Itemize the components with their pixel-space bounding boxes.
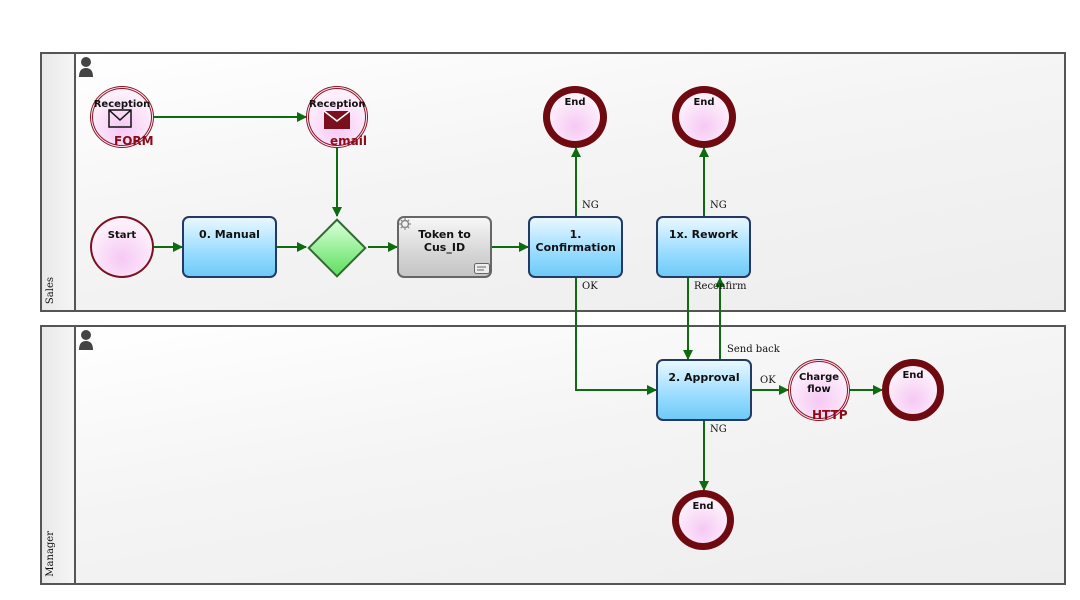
flow-label-confirm-ok: OK: [582, 281, 598, 292]
end-event-final[interactable]: End: [882, 359, 944, 421]
event-label: Reception: [93, 99, 151, 110]
flow-label-rework-ng: NG: [710, 200, 727, 211]
flow-confirmation-ok: [575, 278, 657, 395]
task-label: 2. Approval: [668, 371, 740, 384]
event-label: Charge flow: [798, 372, 840, 395]
flow-label-approval-ok: OK: [760, 375, 776, 386]
task-token[interactable]: Token to Cus_ID: [397, 216, 492, 278]
event-label: End: [902, 370, 924, 381]
task-label: 0. Manual: [199, 228, 260, 241]
task-approval[interactable]: 2. Approval: [656, 359, 752, 421]
lane-header-sales: Sales: [42, 54, 76, 310]
task-manual[interactable]: 0. Manual: [182, 216, 277, 278]
end-event-rework[interactable]: End: [672, 86, 736, 148]
task-confirmation[interactable]: 1. Confirmation: [528, 216, 623, 278]
task-rework[interactable]: 1x. Rework: [656, 216, 751, 278]
reception-form-event[interactable]: Reception: [90, 86, 154, 148]
person-icon: [79, 57, 93, 77]
event-label: End: [564, 97, 586, 108]
start-event[interactable]: Start: [90, 216, 154, 278]
flow-label-reconfirm: Reconfirm: [694, 281, 747, 292]
envelope-icon: [108, 109, 132, 128]
end-event-approval-ng[interactable]: End: [672, 490, 734, 550]
task-label: Token to Cus_ID: [418, 228, 471, 254]
event-label: End: [692, 501, 714, 512]
flow-label-send-back: Send back: [727, 344, 780, 355]
envelope-icon: [323, 110, 351, 129]
reception-mail-type: email: [330, 134, 367, 148]
event-label: End: [693, 97, 715, 108]
charge-flow-type: HTTP: [812, 408, 848, 422]
flow-label-approval-ng: NG: [710, 424, 727, 435]
event-label: Start: [107, 230, 137, 241]
flow-label-confirm-ng: NG: [582, 200, 599, 211]
charge-flow-event[interactable]: Charge flow: [788, 359, 850, 421]
reception-form-type: FORM: [114, 134, 154, 148]
script-icon: [474, 263, 490, 274]
lane-header-manager: Manager: [42, 327, 76, 583]
end-event-confirmation[interactable]: End: [543, 86, 607, 148]
gear-icon: [399, 218, 411, 230]
person-icon: [79, 330, 93, 350]
task-label: 1x. Rework: [668, 228, 739, 241]
task-label: 1. Confirmation: [535, 228, 616, 254]
